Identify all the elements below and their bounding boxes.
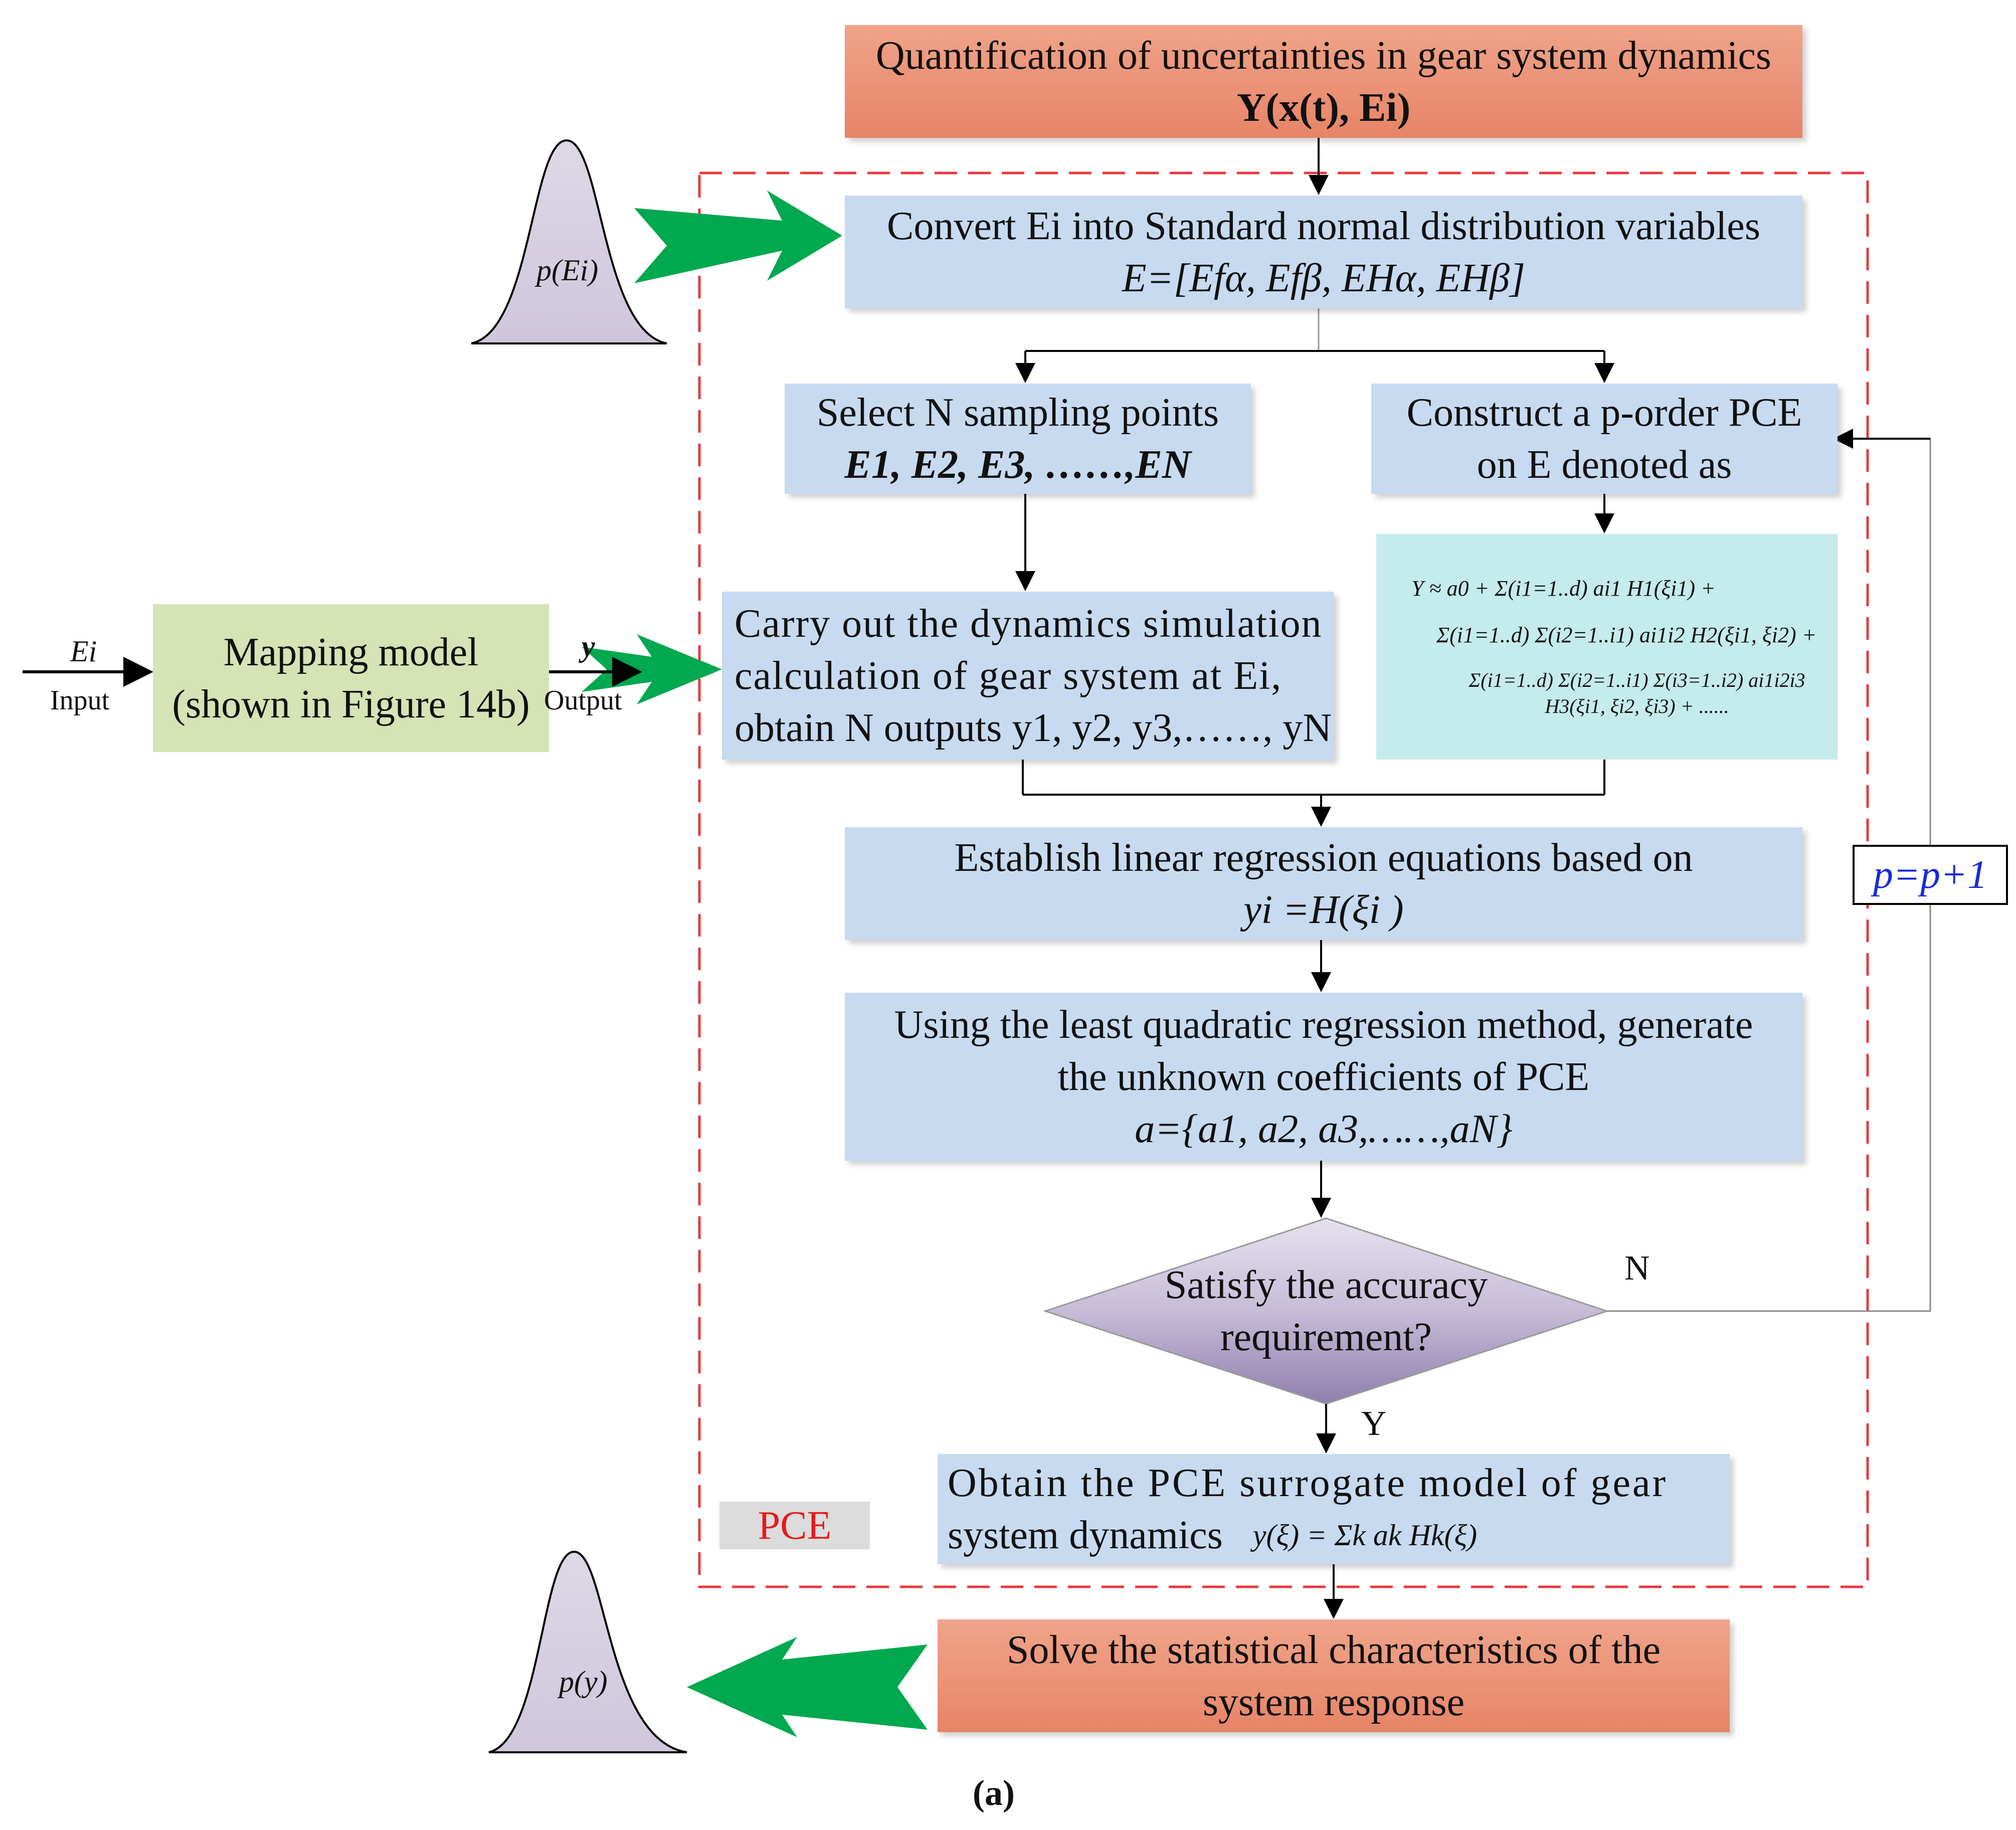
least-line3: a={a1, a2, a3,……,aN}: [1135, 1107, 1513, 1151]
top-box-line2: Y(x(t), Ei): [1236, 85, 1411, 130]
surrogate-box: Obtain the PCE surrogate model of gear s…: [938, 1454, 1730, 1564]
least-line1: Using the least quadratic regression met…: [894, 1002, 1753, 1047]
output-distribution-curve: [488, 1550, 687, 1753]
mapping-line1: Mapping model: [223, 630, 479, 674]
simulation-line2: calculation of gear system at Ei,: [735, 653, 1282, 698]
least-squares-box: Using the least quadratic regression met…: [845, 993, 1802, 1161]
pce-tag-text: PCE: [758, 1503, 832, 1548]
pce-equation-line2: Σ(i1=1..d) Σ(i2=1..i1) ai1i2 H2(ξi1, ξi2…: [1436, 623, 1817, 647]
regression-box: Establish linear regression equations ba…: [845, 827, 1802, 940]
decision-yes-label: Y: [1361, 1404, 1387, 1443]
loop-increment-label: p=p+1: [1853, 845, 2008, 905]
green-arrow-mapping: [582, 634, 722, 704]
mapping-output-var: y: [582, 630, 595, 663]
green-arrow-input: [634, 191, 842, 283]
input-distribution-curve: [471, 139, 667, 344]
construct-line1: Construct a p-order PCE: [1406, 391, 1802, 435]
input-distribution-label: p(Ei): [536, 254, 599, 287]
decision-line1: Satisfy the accuracy: [1164, 1263, 1488, 1307]
solve-box: Solve the statistical characteristics of…: [938, 1619, 1730, 1732]
decision-no-label: N: [1624, 1249, 1650, 1288]
convert-line2: E=[Efα, Efβ, EHα, EHβ]: [1122, 256, 1526, 300]
simulation-box: Carry out the dynamics simulation calcul…: [722, 592, 1334, 760]
least-line2: the unknown coefficients of PCE: [1057, 1054, 1590, 1099]
surrogate-line2: system dynamics: [948, 1513, 1223, 1557]
convert-box: Convert Ei into Standard normal distribu…: [845, 196, 1802, 308]
loop-increment-text: p=p+1: [1873, 853, 1987, 897]
select-sampling-box: Select N sampling points E1, E2, E3, ……,…: [785, 384, 1251, 494]
pce-region: [698, 171, 1869, 1588]
mapping-input-var: Ei: [70, 635, 97, 668]
simulation-line1: Carry out the dynamics simulation: [735, 601, 1323, 646]
pce-equation-line3: Σ(i1=1..d) Σ(i2=1..i1) Σ(i3=1..i2) ai1i2…: [1469, 669, 1805, 718]
select-line2: E1, E2, E3, ……,EN: [844, 443, 1191, 487]
construct-line2: on E denoted as: [1477, 443, 1732, 487]
mapping-input-label: Input: [50, 685, 110, 716]
decision-text: Satisfy the accuracy requirement?: [1095, 1253, 1557, 1369]
mapping-line2: (shown in Figure 14b): [172, 682, 530, 726]
regression-line1: Establish linear regression equations ba…: [954, 835, 1693, 880]
green-arrow-output: [687, 1637, 928, 1737]
top-box-line1: Quantification of uncertainties in gear …: [875, 33, 1772, 78]
select-line1: Select N sampling points: [816, 391, 1219, 435]
solve-line2: system response: [1202, 1680, 1465, 1724]
surrogate-formula: y(ξ) = Σk ak Hk(ξ): [1252, 1519, 1478, 1552]
solve-line1: Solve the statistical characteristics of…: [1007, 1627, 1661, 1672]
top-quantification-box: Quantification of uncertainties in gear …: [845, 25, 1802, 138]
mapping-output-label: Output: [544, 685, 622, 716]
regression-line2: yi =H(ξi ): [1243, 887, 1404, 932]
convert-line1: Convert Ei into Standard normal distribu…: [887, 204, 1760, 248]
output-distribution-label: p(y): [559, 1665, 608, 1698]
construct-pce-box: Construct a p-order PCE on E denoted as: [1371, 384, 1838, 494]
mapping-model-box: Mapping model (shown in Figure 14b): [153, 604, 549, 752]
figure-caption: (a): [973, 1773, 1015, 1813]
pce-equation-line1: Y ≈ a0 + Σ(i1=1..d) ai1 H1(ξi1) +: [1411, 576, 1716, 601]
pce-equation-box: Y ≈ a0 + Σ(i1=1..d) ai1 H1(ξi1) + Σ(i1=1…: [1376, 534, 1838, 760]
pce-tag: PCE: [719, 1502, 870, 1549]
surrogate-line1: Obtain the PCE surrogate model of gear: [948, 1461, 1668, 1505]
decision-line2: requirement?: [1220, 1315, 1432, 1359]
simulation-line3: obtain N outputs y1, y2, y3,……, yN: [735, 705, 1332, 750]
